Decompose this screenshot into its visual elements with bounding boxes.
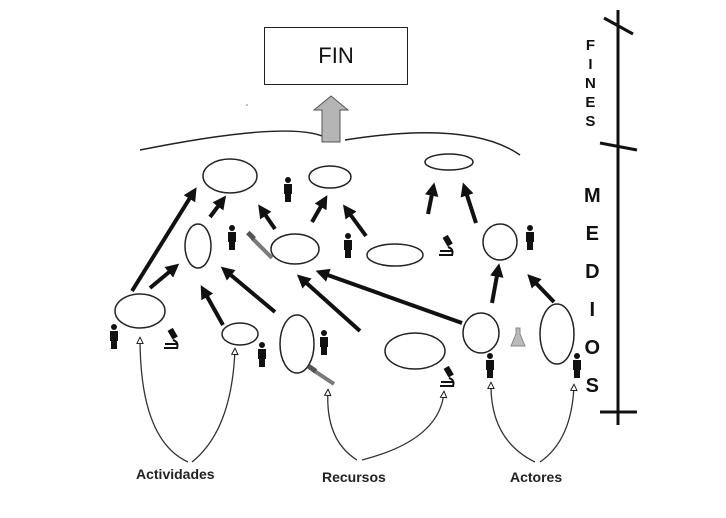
actors-label: Actores [510,469,563,485]
person-icon [344,233,352,258]
objective-ellipse [114,293,166,329]
person-icon [526,225,534,250]
microscope-icon [164,327,179,349]
activities-link [191,349,235,463]
actors-link [491,383,536,463]
goal-label: FIN [318,43,354,68]
objective-ellipse [308,165,352,189]
microscope-icon [440,365,455,387]
person-icon [258,342,266,367]
flask-icon [510,327,526,347]
causal-arrow [460,182,478,224]
resources-link [328,390,358,461]
person-icon [486,353,494,378]
causal-arrow [490,263,504,304]
person-icon [320,330,328,355]
person-icon [110,324,118,349]
causal-arrow [148,263,180,290]
hammer-icon [307,364,336,386]
scale-tick-mid [599,141,638,152]
activities-label: Actividades [136,466,215,482]
fines-letter: S [585,113,596,130]
objective-ellipse [184,223,212,269]
objective-ellipse [202,158,258,194]
objective-ellipse [384,332,446,370]
activities-link [140,338,189,463]
causal-arrow [315,268,463,325]
actors-link [539,385,574,463]
dome-arc [139,130,521,156]
causal-arrow [424,182,439,215]
hammer-icon [246,230,274,260]
medios-letter: S [585,375,599,397]
causal-arrow [342,204,368,238]
objective-ellipse [424,153,474,171]
scale-tick-top [603,16,634,36]
person-icon [284,177,292,202]
medios-letter: O [584,337,601,359]
medios-label: M E D I O S [584,186,601,396]
goal-box: FIN [264,27,408,85]
speck [246,104,248,106]
fines-label: F I N E S [585,38,596,129]
objective-ellipse [462,312,500,354]
causal-arrow [208,195,227,219]
medios-letter: I [589,299,596,321]
objective-ellipse [270,233,320,265]
resources-label: Recursos [322,469,386,485]
causal-arrow [220,266,277,314]
fines-letter: I [588,56,593,73]
objective-ellipse [539,303,575,365]
upward-gray-arrow [312,95,350,143]
microscope-icon [439,234,454,256]
causal-arrow [296,274,362,333]
fines-letter: N [585,75,596,92]
objective-ellipse [366,243,424,267]
scale-bar [599,10,638,425]
causal-arrow [200,285,225,326]
objective-ellipse [279,314,315,374]
person-icon [573,353,581,378]
fines-letter: E [585,94,596,111]
medios-letter: D [585,261,600,283]
causal-arrow [258,204,277,231]
causal-arrow [310,195,328,223]
person-icon [228,225,236,250]
causal-arrow [130,187,197,293]
medios-letter: E [585,223,599,245]
resources-link [361,392,444,461]
medios-letter: M [584,185,601,207]
objective-ellipse [482,223,518,261]
fines-letter: F [585,37,595,54]
objective-ellipse [221,322,259,346]
causal-arrow [527,274,556,304]
